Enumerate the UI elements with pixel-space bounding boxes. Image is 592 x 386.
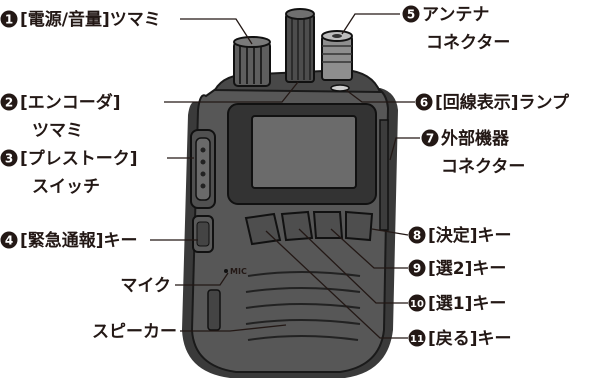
svg-text:1: 1	[5, 13, 13, 27]
callout-7: 7 外部機器 コネクター	[421, 128, 525, 177]
mic-hole	[224, 269, 228, 273]
encoder-knob[interactable]	[285, 8, 315, 83]
callout-8-label: [決定]キー	[428, 225, 512, 246]
svg-text:5: 5	[407, 8, 415, 22]
svg-text:7: 7	[426, 132, 434, 146]
callout-2: 2 [エンコーダ] ツマミ	[0, 92, 121, 141]
callout-7-label-line2: コネクター	[441, 157, 525, 177]
callout-3-label-line1: [プレストーク]	[20, 148, 138, 169]
ptt-switch[interactable]	[190, 129, 216, 209]
callout-9: 9 [選2]キー	[408, 259, 506, 279]
mic-label: マイク	[120, 276, 171, 296]
speaker-label: スピーカー	[92, 322, 177, 342]
accessory-connector-cover	[379, 119, 389, 231]
callout-11-label: [戻る]キー	[428, 328, 512, 349]
callout-5: 5 アンテナ コネクター	[402, 5, 510, 53]
power-volume-knob[interactable]	[233, 36, 271, 87]
callout-2-label-line1: [エンコーダ]	[20, 92, 121, 113]
side-strap-slot	[207, 289, 221, 331]
callout-4-label: [緊急通報]キー	[20, 230, 138, 251]
lcd-screen	[251, 115, 357, 189]
speaker-grille	[245, 271, 361, 341]
antenna-connector	[321, 30, 353, 81]
svg-text:11: 11	[410, 334, 424, 345]
select2-key[interactable]	[312, 211, 344, 239]
mic-print: MIC	[230, 267, 247, 276]
svg-text:4: 4	[5, 234, 13, 248]
emergency-key[interactable]	[192, 215, 214, 253]
callout-3: 3 [プレストーク] スイッチ	[0, 148, 138, 197]
callout-5-label-line1: アンテナ	[422, 5, 489, 25]
callout-7-label-line1: 外部機器	[441, 128, 510, 149]
svg-text:2: 2	[5, 96, 13, 110]
svg-text:10: 10	[410, 299, 424, 310]
status-lamp	[330, 84, 350, 92]
callout-10: 10 [選1]キー	[408, 294, 506, 314]
callout-6: 6 [回線表示]ランプ	[415, 92, 570, 113]
callout-11: 11 [戻る]キー	[408, 328, 512, 349]
enter-key[interactable]	[345, 210, 374, 242]
svg-text:8: 8	[413, 229, 421, 243]
svg-text:3: 3	[5, 152, 13, 166]
svg-text:9: 9	[413, 262, 421, 276]
callout-9-label: [選2]キー	[428, 259, 506, 279]
leader-lines	[150, 13, 420, 339]
callout-1-label: [電源/音量]ツマミ	[20, 9, 161, 30]
callout-6-label: [回線表示]ランプ	[435, 92, 570, 113]
callout-3-label-line2: スイッチ	[32, 177, 100, 197]
callout-8: 8 [決定]キー	[408, 225, 512, 246]
select1-key[interactable]	[280, 210, 314, 242]
radio-device: MIC	[182, 8, 398, 378]
callout-4: 4 [緊急通報]キー	[0, 230, 138, 251]
svg-text:6: 6	[420, 96, 428, 110]
callout-2-label-line2: ツマミ	[32, 121, 83, 141]
callout-10-label: [選1]キー	[428, 294, 506, 314]
callout-1: 1 [電源/音量]ツマミ	[0, 9, 161, 30]
callout-5-label-line2: コネクター	[426, 33, 510, 53]
